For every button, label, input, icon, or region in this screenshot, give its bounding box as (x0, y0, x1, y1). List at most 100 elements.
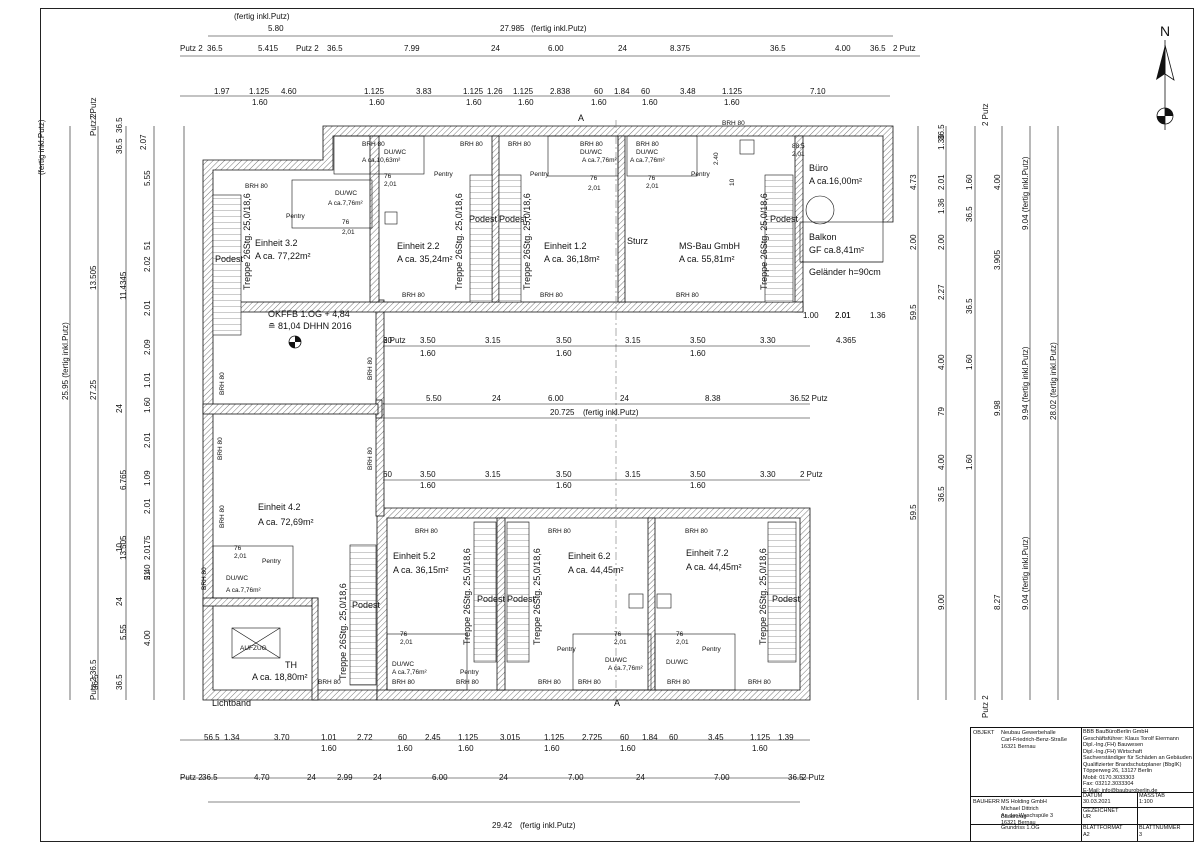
top-row1-6: 24 (491, 44, 500, 53)
right-dim-23: 8.27 (993, 594, 1002, 610)
bottom-row1-3: 1.01 (321, 733, 337, 742)
door-76-4: 76 (234, 545, 242, 552)
corr-upper-b-0: 1.60 (420, 349, 436, 358)
tb-gezeichnet-label: GEZEICHNET (1083, 808, 1119, 814)
right-dim-9: 2.00 (937, 234, 946, 250)
brh-label-7: BRH 80 (402, 292, 425, 299)
left-total-2: 6.765 (119, 469, 128, 490)
brh-label-15: BRH 80 (456, 679, 479, 686)
wc-area-0: A ca.7,76m² (328, 200, 364, 207)
right-dim-13: 59.5 (909, 304, 918, 320)
corridor-total-label: (fertig inkl.Putz) (583, 408, 639, 417)
tb-datum-label: DATUM (1083, 793, 1103, 799)
bottom-row1b-2: 1.60 (458, 744, 474, 753)
stair-label-5: Treppe 26Stg. 25,0/18,6 (462, 548, 472, 645)
door-201-4: 2,01 (234, 553, 247, 560)
top-row2-0: 1.97 (214, 87, 230, 96)
top-row1-3: Putz 2 (296, 44, 319, 53)
room-area-balkon: GF ca.8,41m² (809, 245, 864, 255)
tb-blattnummer-label: BLATTNUMMER (1139, 825, 1181, 831)
podest-label-6: Podest (507, 594, 536, 604)
left-dim-14: 10 (115, 543, 124, 552)
right-dim-11: 2.27 (937, 284, 946, 300)
balkon-rail: Geländer h=90cm (809, 267, 881, 277)
top-dimensions: (fertig inkl.Putz) 5.80 27.985 (fertig i… (180, 12, 920, 107)
right-dim-25: Putz 2 (981, 695, 990, 718)
right-dim-8: 2.00 (909, 234, 918, 250)
stair-label-3: Treppe 26Stg. 25,0/18,6 (759, 193, 769, 290)
bottom-row1-8: 3.015 (500, 733, 521, 742)
top-row2-8: 2.838 (550, 87, 571, 96)
section-a-top: A (578, 113, 584, 123)
tb-objekt-3: 16321 Bernau (1001, 744, 1036, 750)
room-name-e32: Einheit 3.2 (255, 238, 298, 248)
label-lichtband: Lichtband (212, 698, 251, 708)
dim-width-1: 5.80 (268, 24, 284, 33)
pentry-label-7: Pentry (702, 646, 722, 653)
bottom-row1-0: 56.5 (204, 733, 220, 742)
wc-area-2: A ca.7,76m² (582, 157, 618, 164)
right-total-1: 9.94 (fertig inkl.Putz) (1021, 346, 1030, 420)
corr-mid-4: 8.38 (705, 394, 721, 403)
corr-lower-3: 3.50 (556, 470, 572, 479)
door-885: 88,5 (792, 143, 805, 150)
stair-label-0: Treppe 26Stg. 25,0/18,6 (242, 193, 252, 290)
bottom-row1-2: 3.70 (274, 733, 290, 742)
tb-office-2: Geschäftsführer: Klaus Torolf Eiermann (1083, 735, 1179, 742)
north-arrow: N (1156, 23, 1175, 130)
room-area-e52: A ca. 36,15m² (393, 565, 449, 575)
door-76-5: 76 (400, 631, 408, 638)
stair-label-7: Treppe 26Stg. 25,0/18,6 (758, 548, 768, 645)
brh-label-8: BRH 80 (540, 292, 563, 299)
brh-label-12: BRH 80 (685, 528, 708, 535)
top-row2b-2: 1.60 (466, 98, 482, 107)
balc-dim-1: 2.01 (835, 311, 851, 320)
room-name-ms: MS-Bau GmbH (679, 241, 740, 251)
bottom-row1-11: 60 (620, 733, 629, 742)
right-dim-6: 1.36 (937, 198, 946, 214)
dwc-label-1: DU/WC (384, 149, 406, 156)
top-row1-4: 36.5 (327, 44, 343, 53)
room-area-th: A ca. 18,80m² (252, 672, 308, 682)
bottom-row1-15: 1.125 (750, 733, 771, 742)
left-dim-1: 2.07 (139, 134, 148, 150)
bottom-row2-8: 7.00 (568, 773, 584, 782)
corr-upper-2: 3.50 (420, 336, 436, 345)
dwc-label-3: DU/WC (636, 149, 658, 156)
bottom-total-label: (fertig inkl.Putz) (520, 821, 576, 830)
tb-blattformat: A2 (1083, 832, 1090, 838)
room-area-e22: A ca. 35,24m² (397, 254, 453, 264)
top-row2b-5: 1.60 (642, 98, 658, 107)
stair-label-6: Treppe 26Stg. 25,0/18,6 (532, 548, 542, 645)
corr-upper-4: 3.50 (556, 336, 572, 345)
brh-label-1: BRH 80 (460, 141, 483, 148)
door-76-2: 76 (590, 175, 598, 182)
tb-office-1: BBB BauBüroBerlin GmbH (1083, 729, 1149, 735)
dwc-label-5: DU/WC (392, 661, 414, 668)
furniture (384, 139, 835, 609)
brh-label-19: BRH 80 (748, 679, 771, 686)
brh-label-17: BRH 80 (578, 679, 601, 686)
podest-label-1: Podest (469, 214, 498, 224)
door-76-7: 76 (676, 631, 684, 638)
top-row2-6: 1.26 (487, 87, 503, 96)
tb-office-4: Dipl.-Ing.(FH) Wirtschaft (1083, 748, 1142, 755)
balc-dim-3: 2.01 (835, 311, 851, 320)
corr-lower-b-1: 1.60 (556, 481, 572, 490)
bottom-row1-13: 60 (669, 733, 678, 742)
right-dim-12: 36.5 (965, 298, 974, 314)
corr-mid-5: 36.5 (790, 394, 806, 403)
left-dim-19: 5.55 (119, 624, 128, 640)
room-area-ms: A ca. 55,81m² (679, 254, 735, 264)
corr-upper-5: 3.15 (625, 336, 641, 345)
corr-mid-0: 24 (492, 394, 501, 403)
wc-area-3: A ca.7,76m² (630, 157, 666, 164)
wc-blocks (212, 135, 736, 691)
corr-upper-7: 3.30 (760, 336, 776, 345)
brh-label-v-0: BRH 80 (219, 372, 226, 395)
door-76-6: 76 (614, 631, 622, 638)
bottom-row2-10: 7.00 (714, 773, 730, 782)
